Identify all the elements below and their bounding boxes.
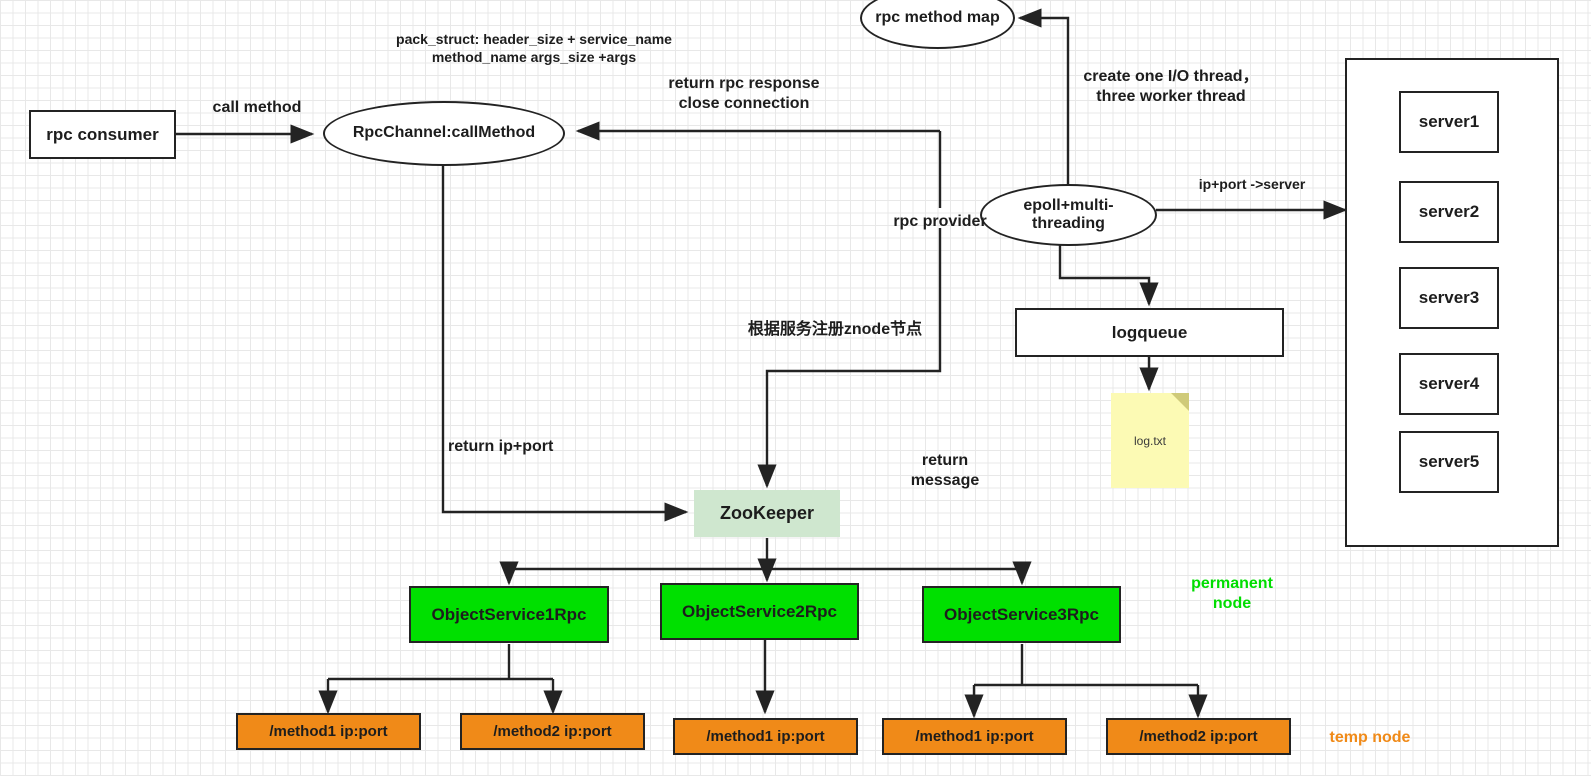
- permanent-node-label: permanent node: [1191, 575, 1273, 612]
- server-box-3[interactable]: server3: [1399, 267, 1499, 329]
- edge-epoll-to-logqueue: [1058, 243, 1159, 307]
- server-label: server5: [1418, 452, 1480, 472]
- zookeeper-label: ZooKeeper: [719, 503, 815, 524]
- server-cluster: server1 server2 server3 server4 server5: [1345, 58, 1559, 547]
- call-method-label: call method: [212, 99, 302, 116]
- server-label: server3: [1418, 288, 1480, 308]
- temp-node-label: temp node: [1329, 729, 1411, 746]
- znode-register-label: 根据服务注册znode节点: [747, 321, 923, 338]
- log-file-label: log.txt: [1133, 433, 1166, 448]
- logqueue-label: logqueue: [1111, 322, 1188, 342]
- edge-provider-to-zookeeper: [757, 228, 942, 489]
- method-node-1[interactable]: /method1 ip:port: [236, 713, 421, 750]
- service-node-2[interactable]: ObjectService2Rpc: [660, 583, 859, 640]
- server-label: server2: [1418, 202, 1480, 222]
- return-message-label: return message: [910, 452, 980, 489]
- service-label: ObjectService1Rpc: [431, 604, 587, 624]
- rpc-provider-label: rpc provider: [893, 213, 987, 230]
- pack-struct-label: pack_struct: header_size + service_name …: [396, 31, 672, 65]
- logqueue-node[interactable]: logqueue: [1015, 308, 1284, 357]
- method-node-2[interactable]: /method2 ip:port: [460, 713, 645, 750]
- service-label: ObjectService2Rpc: [682, 601, 837, 621]
- server-box-4[interactable]: server4: [1399, 353, 1499, 415]
- service-label: ObjectService3Rpc: [944, 604, 1099, 624]
- rpc-consumer-node[interactable]: rpc consumer: [29, 110, 176, 159]
- service-node-3[interactable]: ObjectService3Rpc: [922, 586, 1121, 643]
- server-label: server1: [1418, 112, 1480, 132]
- edge-epoll-to-method-map: [1017, 8, 1070, 186]
- method-label: /method1 ip:port: [915, 727, 1034, 745]
- rpc-consumer-label: rpc consumer: [46, 124, 159, 144]
- edge-channel-to-zookeeper: [441, 166, 689, 522]
- method-node-4[interactable]: /method1 ip:port: [882, 718, 1067, 755]
- log-file-note[interactable]: log.txt: [1111, 393, 1189, 488]
- method-node-5[interactable]: /method2 ip:port: [1106, 718, 1291, 755]
- create-threads-label: create one I/O thread， three worker thre…: [1083, 68, 1259, 105]
- method-label: /method1 ip:port: [269, 722, 388, 740]
- rpc-method-map-label: rpc method map: [875, 8, 1000, 26]
- zookeeper-node[interactable]: ZooKeeper: [694, 490, 840, 537]
- rpc-channel-node[interactable]: RpcChannel:callMethod: [323, 101, 565, 166]
- server-label: server4: [1418, 374, 1480, 394]
- method-label: /method2 ip:port: [1139, 727, 1258, 745]
- page-fold-icon: [1171, 393, 1189, 411]
- return-ip-port-label: return ip+port: [448, 438, 554, 455]
- epoll-multithreading-node[interactable]: epoll+multi- threading: [980, 184, 1157, 246]
- method-label: /method1 ip:port: [706, 727, 825, 745]
- method-node-3[interactable]: /method1 ip:port: [673, 718, 858, 755]
- server-box-2[interactable]: server2: [1399, 181, 1499, 243]
- epoll-label: epoll+multi- threading: [1023, 196, 1114, 232]
- rpc-method-map-node[interactable]: rpc method map: [860, 0, 1015, 49]
- ip-port-server-label: ip+port ->server: [1198, 176, 1306, 192]
- rpc-channel-label: RpcChannel:callMethod: [352, 124, 536, 142]
- method-label: /method2 ip:port: [493, 722, 612, 740]
- server-box-5[interactable]: server5: [1399, 431, 1499, 493]
- server-box-1[interactable]: server1: [1399, 91, 1499, 153]
- service-node-1[interactable]: ObjectService1Rpc: [409, 586, 609, 643]
- return-rpc-response-label: return rpc response close connection: [668, 75, 820, 112]
